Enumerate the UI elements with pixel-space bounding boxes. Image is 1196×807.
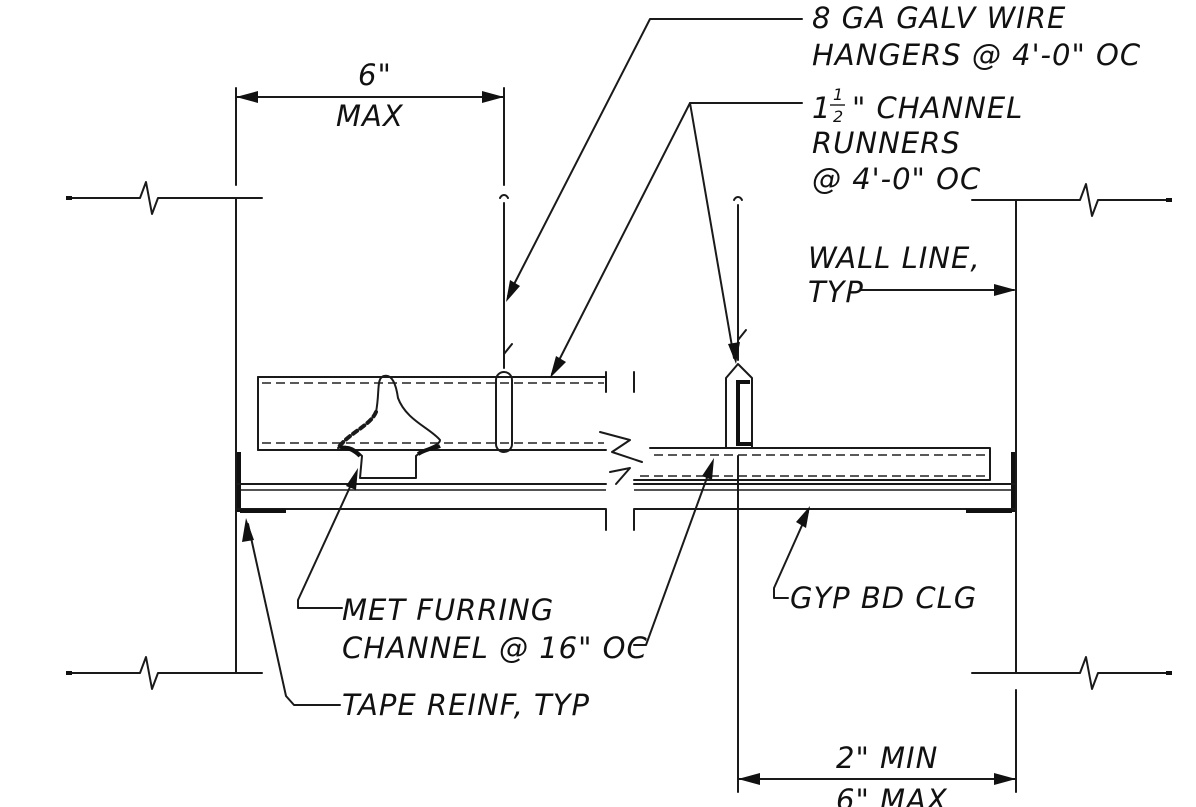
cut-break-marks	[599, 371, 643, 531]
channel-runner-right	[633, 447, 991, 481]
leader-runners: 1 1 2 " CHANNEL RUNNERS @ 4'-0" OC	[550, 85, 1023, 378]
runners-label-whole: 1	[812, 91, 831, 125]
channel-runner-left	[257, 376, 607, 451]
leader-tape: TAPE REINF, TYP	[242, 518, 590, 722]
wire-hangers	[495, 194, 753, 453]
dim-top-qualifier: MAX	[336, 99, 404, 133]
wall-line-label-line1: WALL LINE,	[808, 241, 981, 275]
wall-lines	[235, 197, 1017, 674]
gyp-board	[235, 483, 1017, 513]
leader-wall-line: WALL LINE, TYP	[808, 241, 1016, 309]
leader-furring: MET FURRING CHANNEL @ 16" OC	[297, 458, 714, 665]
runners-label-frac-den: 2	[833, 107, 843, 126]
furring-channel	[336, 374, 441, 479]
runners-label-line2: RUNNERS	[812, 126, 961, 160]
furring-label-line2: CHANNEL @ 16" OC	[342, 631, 648, 665]
dim-top-value: 6"	[358, 58, 392, 92]
furring-label-line1: MET FURRING	[342, 593, 554, 627]
break-lines	[66, 181, 1172, 690]
runners-label-frac-num: 1	[833, 85, 843, 104]
gyp-label: GYP BD CLG	[790, 581, 977, 615]
hangers-label-line1: 8 GA GALV WIRE	[812, 1, 1066, 35]
leader-hangers: 8 GA GALV WIRE HANGERS @ 4'-0" OC	[506, 1, 1141, 302]
runners-label-line1-rest: " CHANNEL	[852, 91, 1023, 125]
hangers-label-line2: HANGERS @ 4'-0" OC	[812, 38, 1141, 72]
dim-bottom-qualifier: 6" MAX	[836, 783, 948, 807]
dimension-top: 6" MAX	[235, 58, 505, 186]
dimension-bottom: 2" MIN 6" MAX	[737, 455, 1017, 807]
wall-line-label-line2: TYP	[808, 275, 864, 309]
leader-gyp: GYP BD CLG	[773, 506, 977, 615]
runners-label-line3: @ 4'-0" OC	[812, 162, 981, 196]
tape-label: TAPE REINF, TYP	[342, 688, 590, 722]
dim-bottom-value: 2" MIN	[836, 741, 938, 775]
